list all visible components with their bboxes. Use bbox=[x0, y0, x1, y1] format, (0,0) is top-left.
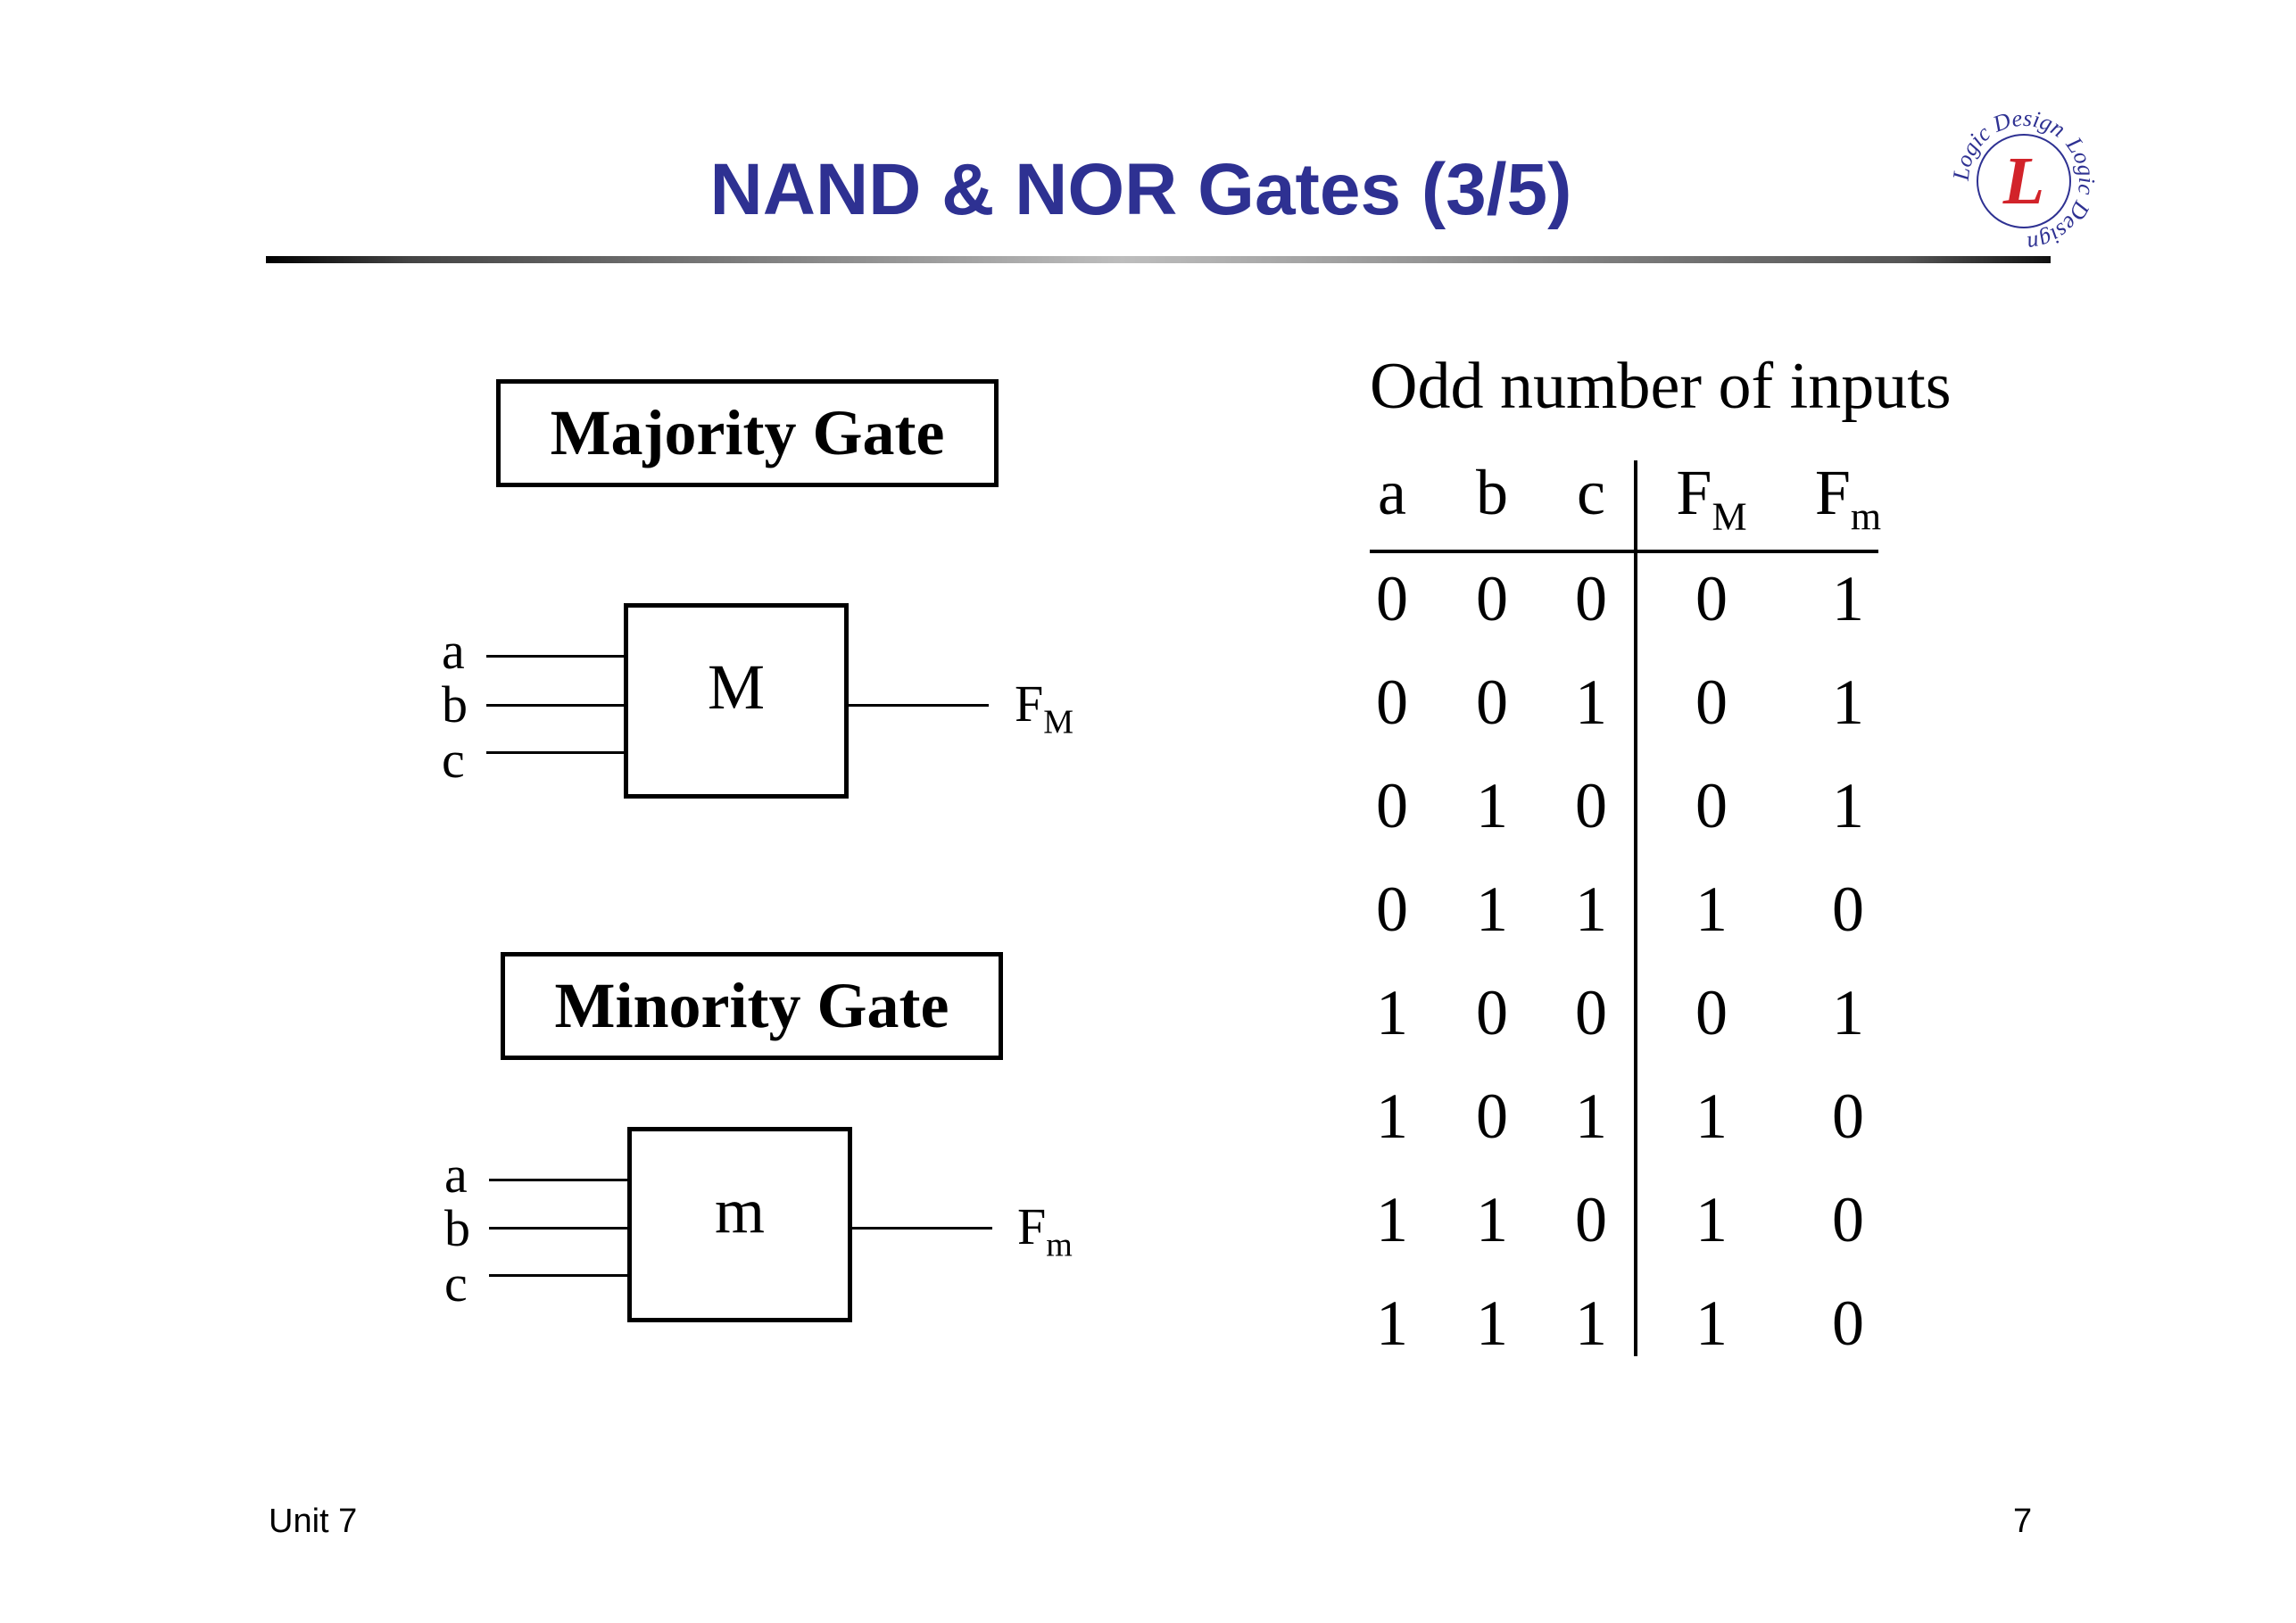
truth-table-cell: 1 bbox=[1575, 1288, 1607, 1359]
truth-table-cell: 1 bbox=[1832, 563, 1864, 634]
majority-gate-label-box: Majority Gate bbox=[496, 379, 999, 487]
majority-gate-block: M bbox=[624, 603, 849, 799]
truth-table-cell: 0 bbox=[1476, 1081, 1508, 1152]
truth-table-cell: 1 bbox=[1695, 1081, 1728, 1152]
truth-table-cell: 0 bbox=[1476, 667, 1508, 738]
truth-table-header-cell: b bbox=[1476, 457, 1508, 528]
truth-table-cell: 0 bbox=[1832, 1081, 1864, 1152]
truth-table-cell: 1 bbox=[1695, 874, 1728, 945]
truth-table-cell: 0 bbox=[1376, 770, 1408, 841]
truth-table-subtitle: Odd number of inputs bbox=[1370, 350, 1952, 423]
truth-table-cell: 0 bbox=[1575, 563, 1607, 634]
logo-inner-ring bbox=[1977, 134, 2071, 228]
truth-table-cell: 0 bbox=[1832, 1288, 1864, 1359]
majority-input-b-label: b bbox=[442, 675, 468, 733]
minority-input-c-label: c bbox=[444, 1255, 468, 1312]
majority-input-a-wire bbox=[486, 655, 626, 658]
majority-input-b-wire bbox=[486, 704, 626, 707]
truth-table-header-cell: a bbox=[1378, 457, 1406, 528]
truth-table-cell: 0 bbox=[1376, 667, 1408, 738]
minority-input-b-wire bbox=[489, 1227, 629, 1230]
truth-table-cell: 1 bbox=[1575, 667, 1607, 738]
truth-table-cell: 0 bbox=[1695, 977, 1728, 1048]
truth-table-header-cell: Fm bbox=[1814, 457, 1882, 539]
truth-table-cell: 0 bbox=[1695, 563, 1728, 634]
truth-table-cell: 0 bbox=[1832, 874, 1864, 945]
truth-table-cell: 0 bbox=[1575, 1184, 1607, 1255]
truth-table-cell: 1 bbox=[1832, 770, 1864, 841]
truth-table-cell: 1 bbox=[1376, 1184, 1408, 1255]
minority-gate-symbol: m bbox=[714, 1175, 765, 1246]
truth-table-header-rule bbox=[1370, 550, 1878, 553]
title-rule bbox=[266, 256, 2051, 263]
truth-table-cell: 0 bbox=[1476, 977, 1508, 1048]
truth-table-cell: 0 bbox=[1695, 667, 1728, 738]
minority-output-label: Fm bbox=[1017, 1197, 1073, 1264]
truth-table-cell: 0 bbox=[1376, 874, 1408, 945]
truth-table-cell: 0 bbox=[1575, 770, 1607, 841]
truth-table-cell: 1 bbox=[1695, 1184, 1728, 1255]
majority-input-c-wire bbox=[486, 751, 626, 754]
truth-table-cell: 1 bbox=[1575, 874, 1607, 945]
minority-input-c-wire bbox=[489, 1274, 629, 1277]
majority-input-a-label: a bbox=[442, 622, 465, 680]
slide-title: NAND & NOR Gates (3/5) bbox=[709, 149, 1572, 230]
majority-gate-symbol: M bbox=[707, 651, 766, 723]
truth-table-divider bbox=[1634, 460, 1637, 1356]
truth-table-cell: 0 bbox=[1575, 977, 1607, 1048]
minority-input-a-label: a bbox=[444, 1146, 468, 1204]
truth-table-cell: 1 bbox=[1832, 667, 1864, 738]
truth-table-cell: 1 bbox=[1476, 874, 1508, 945]
majority-output-label: FM bbox=[1015, 675, 1074, 741]
logo-letter: L bbox=[2002, 144, 2044, 219]
minority-output-wire bbox=[852, 1227, 992, 1230]
minority-input-a-wire bbox=[489, 1179, 629, 1181]
truth-table-header-cell: c bbox=[1577, 457, 1605, 528]
majority-output-wire bbox=[849, 704, 989, 707]
minority-gate-label: Minority Gate bbox=[554, 970, 949, 1041]
minority-input-b-label: b bbox=[444, 1199, 470, 1257]
minority-gate-label-box: Minority Gate bbox=[501, 952, 1003, 1060]
truth-table-cell: 0 bbox=[1695, 770, 1728, 841]
truth-table-cell: 1 bbox=[1476, 1288, 1508, 1359]
truth-table-cell: 0 bbox=[1376, 563, 1408, 634]
truth-table-cell: 1 bbox=[1832, 977, 1864, 1048]
majority-gate-label: Majority Gate bbox=[550, 397, 945, 468]
truth-table-cell: 1 bbox=[1376, 977, 1408, 1048]
truth-table-cell: 1 bbox=[1476, 770, 1508, 841]
truth-table-cell: 1 bbox=[1476, 1184, 1508, 1255]
truth-table-cell: 1 bbox=[1695, 1288, 1728, 1359]
majority-input-c-label: c bbox=[442, 731, 465, 789]
truth-table-cell: 0 bbox=[1476, 563, 1508, 634]
truth-table-cell: 0 bbox=[1832, 1184, 1864, 1255]
truth-table-cell: 1 bbox=[1575, 1081, 1607, 1152]
page-number: 7 bbox=[2013, 1503, 2033, 1540]
truth-table-cell: 1 bbox=[1376, 1081, 1408, 1152]
truth-table-cell: 1 bbox=[1376, 1288, 1408, 1359]
truth-table-header-cell: FM bbox=[1676, 457, 1747, 539]
footer-unit: Unit 7 bbox=[269, 1503, 358, 1540]
minority-gate-block: m bbox=[627, 1127, 852, 1322]
